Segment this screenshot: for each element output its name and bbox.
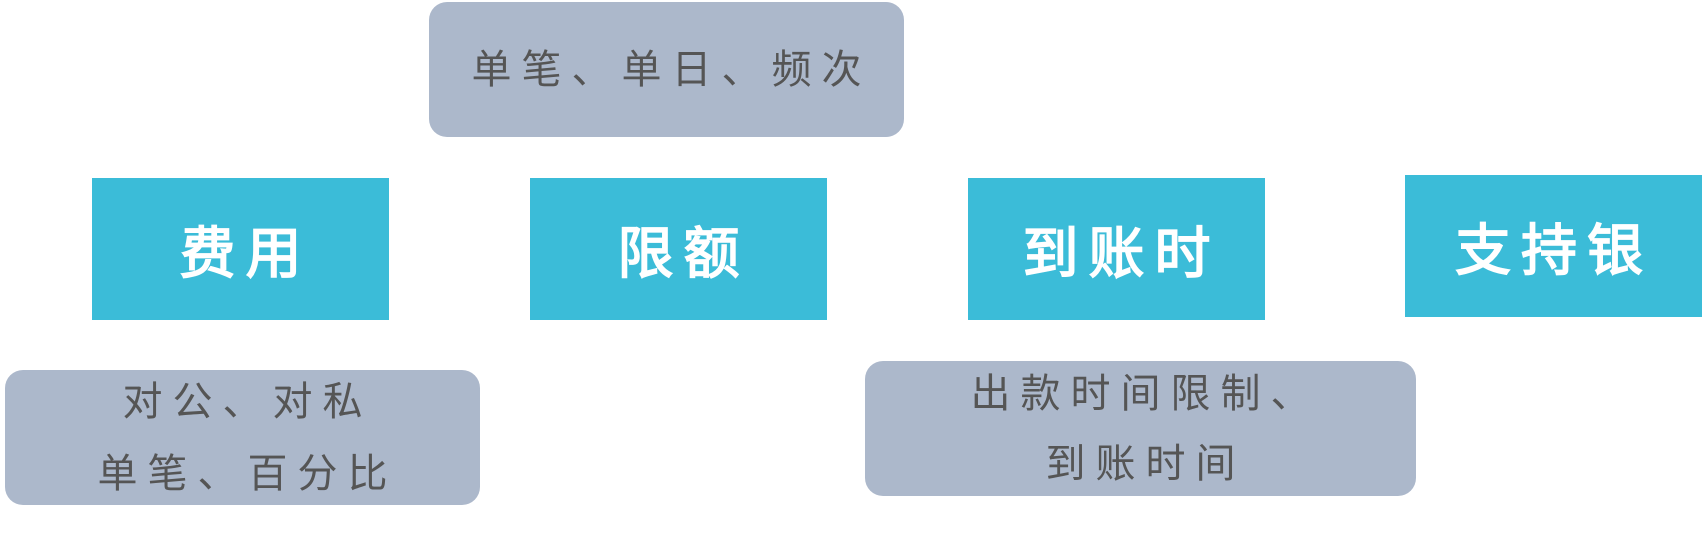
limit-category-box: 限额 (530, 178, 827, 320)
arrival-note-line-2: 到账时间 (1045, 440, 1246, 487)
fee-note-line-1: 对公、对私 (122, 378, 373, 425)
limit-note-text: 单笔、单日、频次 (471, 46, 872, 93)
fee-note-line-2: 单笔、百分比 (97, 450, 398, 497)
arrival-category-box: 到账时 (968, 178, 1265, 320)
bank-category-label: 支持银 (1455, 218, 1653, 284)
fee-note-box: 对公、对私 单笔、百分比 (5, 370, 480, 505)
arrival-note-box: 出款时间限制、 到账时间 (865, 361, 1416, 496)
arrival-note-line-1: 出款时间限制、 (970, 370, 1321, 417)
fee-category-box: 费用 (92, 178, 389, 320)
limit-note-box: 单笔、单日、频次 (429, 2, 904, 137)
limit-category-label: 限额 (617, 221, 750, 287)
fee-category-label: 费用 (179, 221, 312, 287)
bank-category-box: 支持银 (1405, 175, 1702, 317)
arrival-category-label: 到账时 (1022, 221, 1221, 287)
